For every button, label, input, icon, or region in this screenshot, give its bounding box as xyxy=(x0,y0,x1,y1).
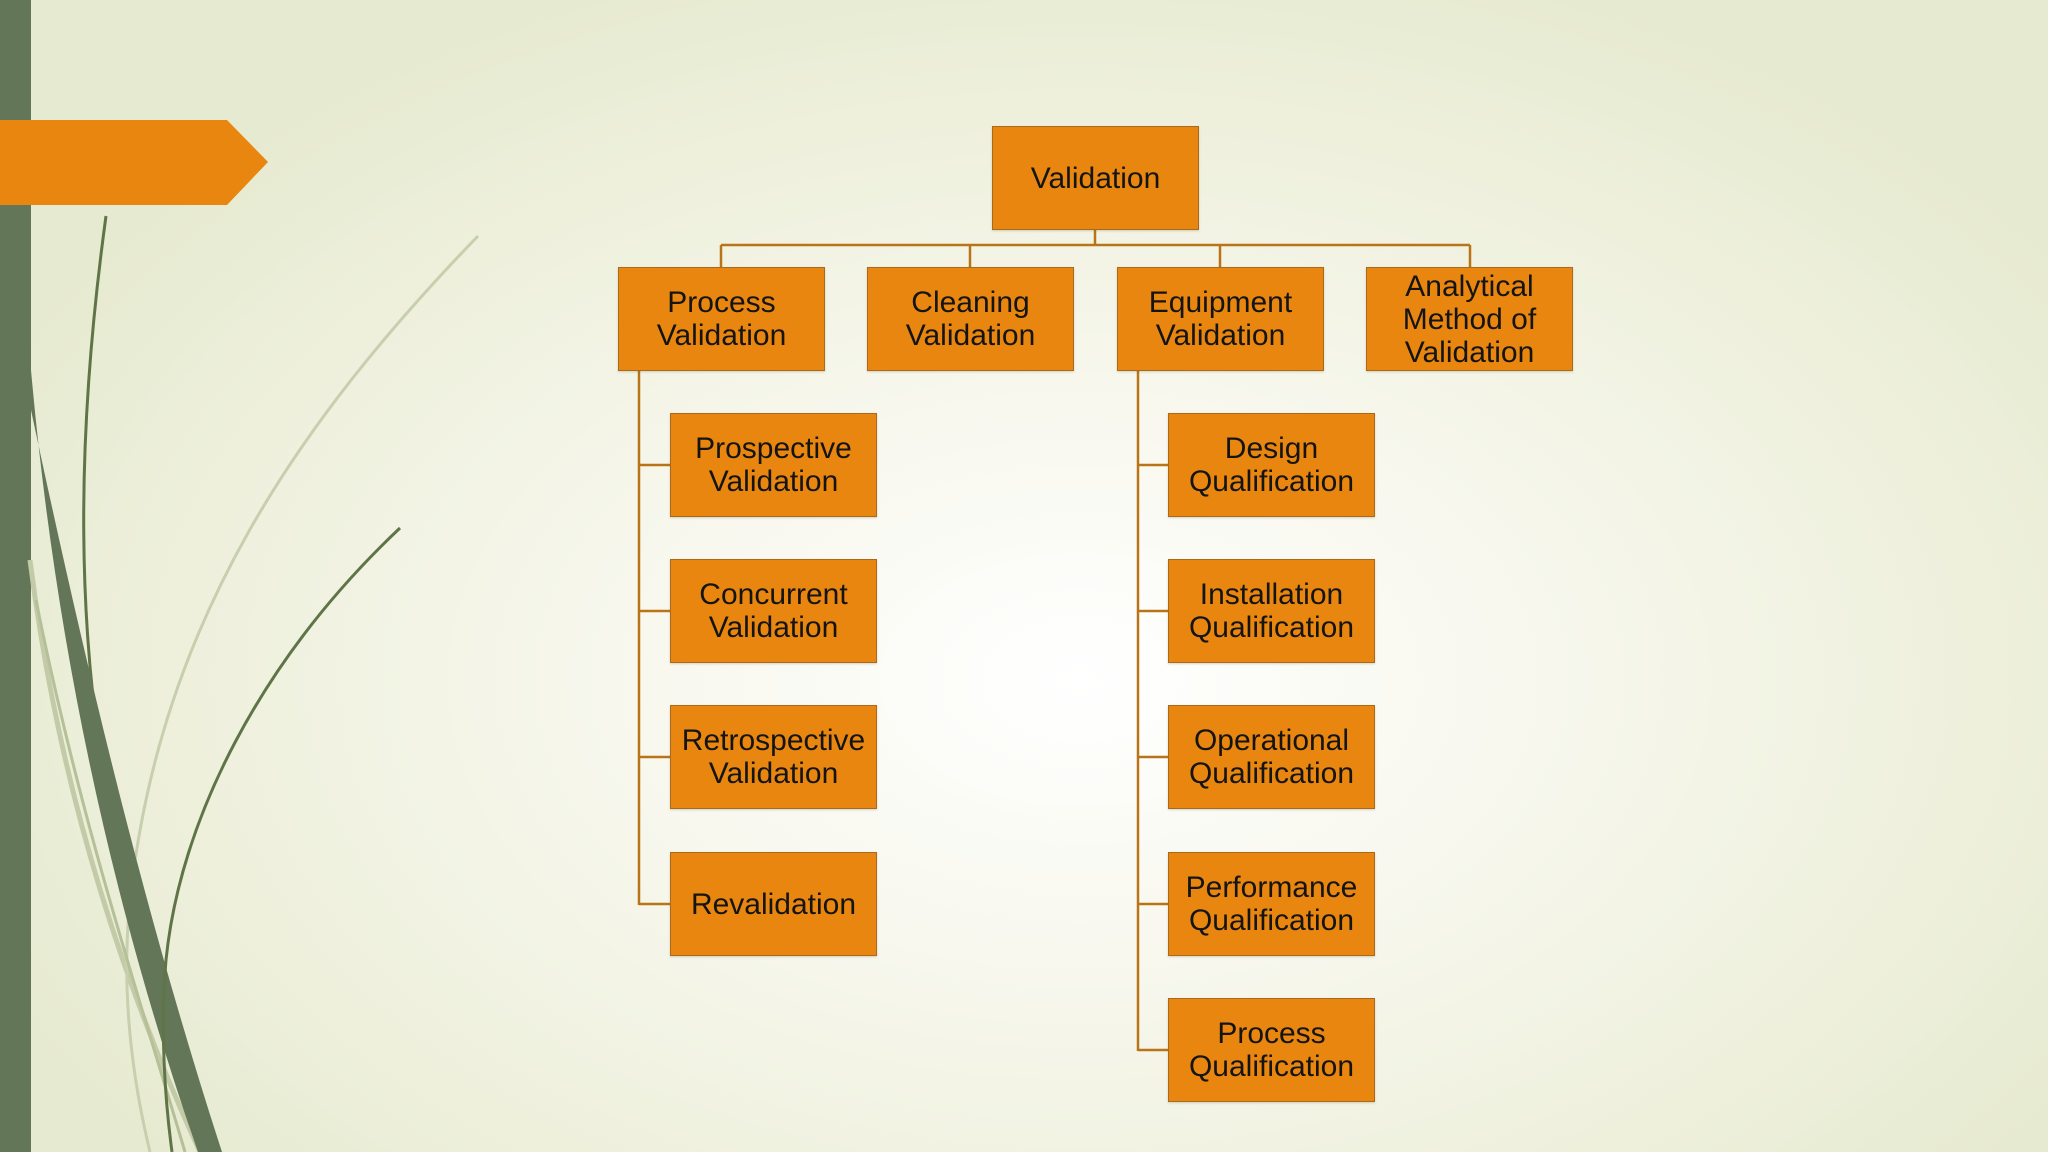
node-validation: Validation xyxy=(992,126,1199,230)
grass-strand xyxy=(27,559,203,1152)
node-installation-qualification: Installation Qualification xyxy=(1168,559,1375,663)
node-performance-qualification: Performance Qualification xyxy=(1168,852,1375,956)
node-prospective-validation: Prospective Validation xyxy=(670,413,877,517)
title-tab-arrow xyxy=(0,120,268,205)
node-process-qualification: Process Qualification xyxy=(1168,998,1375,1102)
node-operational-qualification: Operational Qualification xyxy=(1168,705,1375,809)
node-revalidation: Revalidation xyxy=(670,852,877,956)
grass-strand xyxy=(125,234,480,1152)
grass-strand xyxy=(161,526,402,1152)
node-analytical-method-of-validation: Analytical Method of Validation xyxy=(1366,267,1573,371)
node-retrospective-validation: Retrospective Validation xyxy=(670,705,877,809)
node-concurrent-validation: Concurrent Validation xyxy=(670,559,877,663)
node-process-validation: Process Validation xyxy=(618,267,825,371)
node-cleaning-validation: Cleaning Validation xyxy=(867,267,1074,371)
node-equipment-validation: Equipment Validation xyxy=(1117,267,1324,371)
node-design-qualification: Design Qualification xyxy=(1168,413,1375,517)
